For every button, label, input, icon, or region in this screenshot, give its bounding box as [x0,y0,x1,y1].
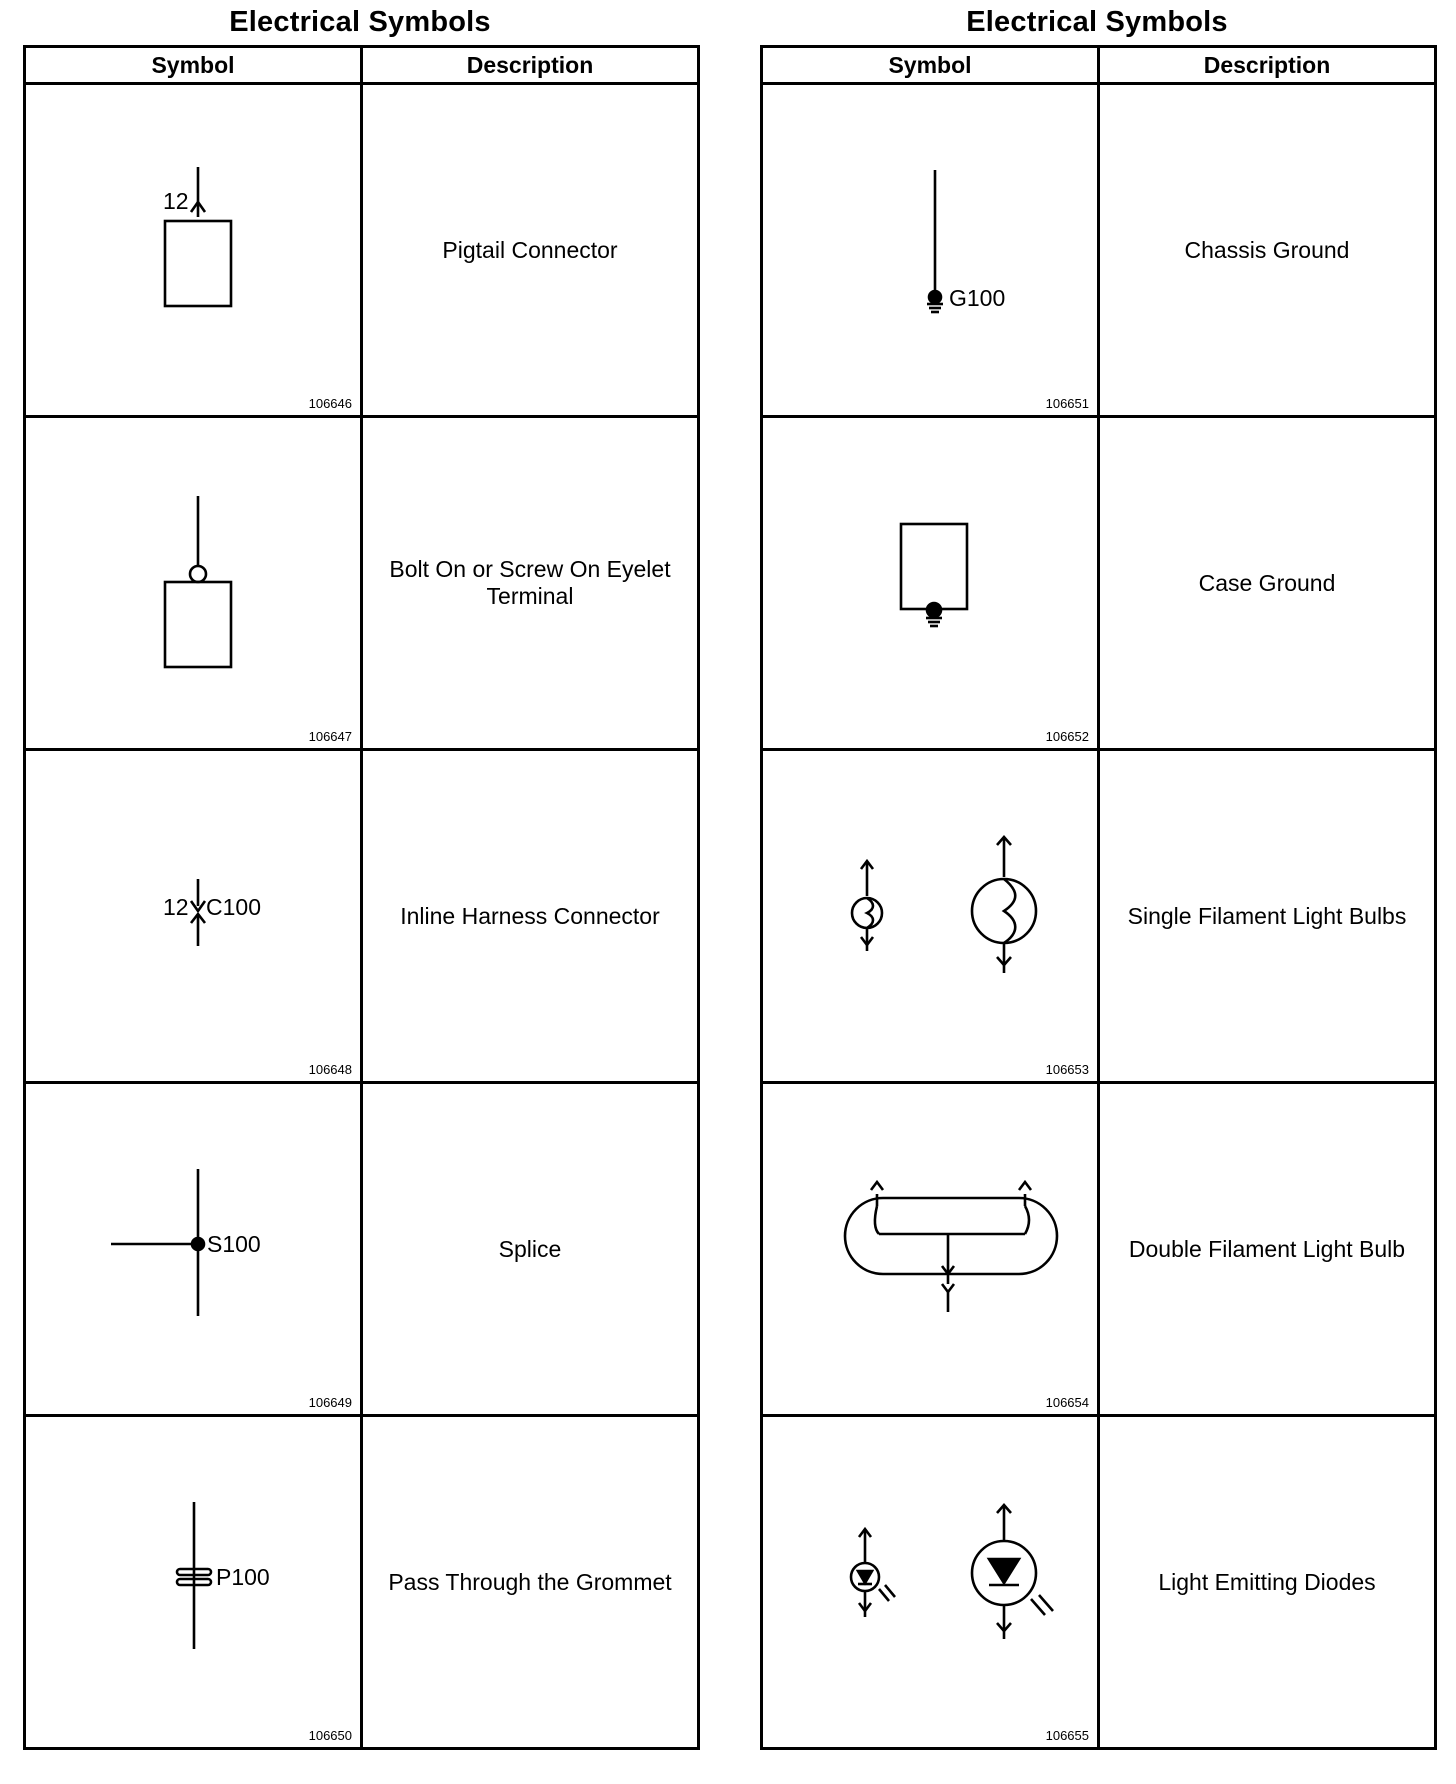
figure-number: 106654 [1045,1395,1089,1410]
symbol-cell: 106653 [760,748,1100,1084]
splice-id-label: S100 [207,1231,261,1257]
symbol-cell: P100 106650 [23,1414,363,1750]
figure-number: 106653 [1045,1062,1089,1077]
left-symbols-table: Symbol Description 12 106646 Pigtail Con… [23,45,700,1750]
connector-id-label: C100 [206,894,261,920]
table-row: 106655 Light Emitting Diodes [760,1414,1437,1750]
figure-number: 106647 [308,729,352,744]
description-cell: Case Ground [1097,415,1437,751]
description-text: Single Filament Light Bulbs [1127,902,1407,929]
eyelet-terminal-icon [163,496,233,669]
splice-icon: S100 [111,1169,261,1316]
description-cell: Pigtail Connector [360,82,700,418]
description-text: Inline Harness Connector [400,902,660,929]
table-row: P100 106650 Pass Through the Grommet [23,1414,700,1750]
double-filament-bulb-icon [843,1179,1059,1312]
figure-number: 106648 [308,1062,352,1077]
wire-number-label: 12 [163,188,189,214]
figure-number: 106646 [308,396,352,411]
description-cell: Splice [360,1081,700,1417]
symbol-cell: 106654 [760,1081,1100,1417]
figure-number: 106655 [1045,1728,1089,1743]
description-text: Pigtail Connector [442,236,618,263]
figure-number: 106652 [1045,729,1089,744]
figure-number: 106650 [308,1728,352,1743]
left-panel-title: Electrical Symbols [229,6,491,38]
description-cell: Inline Harness Connector [360,748,700,1084]
chassis-ground-icon: G100 [927,170,1005,314]
symbol-cell: 12 106646 [23,82,363,418]
inline-harness-connector-icon: 12 C100 [163,879,261,946]
ground-id-label: G100 [949,285,1005,311]
grommet-id-label: P100 [216,1564,270,1590]
description-text: Splice [498,1235,562,1262]
grommet-icon: P100 [175,1502,270,1649]
symbol-cell: 106652 [760,415,1100,751]
description-cell: Pass Through the Grommet [360,1414,700,1750]
table-row: G100 106651 Chassis Ground [760,82,1437,418]
symbol-cell: 12 C100 106648 [23,748,363,1084]
description-cell: Single Filament Light Bulbs [1097,748,1437,1084]
figure-number: 106649 [308,1395,352,1410]
description-cell: Chassis Ground [1097,82,1437,418]
table-row: 106652 Case Ground [760,415,1437,751]
light-emitting-diodes-icon [849,1503,1054,1639]
figure-number: 106651 [1045,396,1089,411]
table-row: 106647 Bolt On or Screw On Eyelet Termin… [23,415,700,751]
table-header-row: Symbol Description [23,45,700,85]
case-ground-icon [899,522,969,628]
description-text: Case Ground [1198,569,1336,596]
description-text: Pass Through the Grommet [388,1568,672,1595]
description-text: Light Emitting Diodes [1158,1568,1376,1595]
table-row: 12 106646 Pigtail Connector [23,82,700,418]
table-row: S100 106649 Splice [23,1081,700,1417]
symbol-column-header: Symbol [760,45,1100,85]
symbol-cell: S100 106649 [23,1081,363,1417]
description-text: Chassis Ground [1184,236,1350,263]
single-filament-bulb-icon [850,835,1038,973]
description-cell: Light Emitting Diodes [1097,1414,1437,1750]
right-panel-title: Electrical Symbols [966,6,1228,38]
symbol-cell: 106647 [23,415,363,751]
right-symbols-table: Symbol Description G100 106651 Chassis G… [760,45,1437,1750]
table-row: 106653 Single Filament Light Bulbs [760,748,1437,1084]
description-column-header: Description [360,45,700,85]
symbol-cell: G100 106651 [760,82,1100,418]
description-column-header: Description [1097,45,1437,85]
table-row: 106654 Double Filament Light Bulb [760,1081,1437,1417]
description-cell: Bolt On or Screw On Eyelet Terminal [360,415,700,751]
symbol-column-header: Symbol [23,45,363,85]
table-row: 12 C100 106648 Inline Harness Connector [23,748,700,1084]
table-header-row: Symbol Description [760,45,1437,85]
symbol-cell: 106655 [760,1414,1100,1750]
description-text: Bolt On or Screw On Eyelet Terminal [389,556,671,609]
description-cell: Double Filament Light Bulb [1097,1081,1437,1417]
wire-number-label: 12 [163,894,189,920]
description-text: Double Filament Light Bulb [1128,1235,1406,1262]
pigtail-connector-icon: 12 [163,167,233,308]
